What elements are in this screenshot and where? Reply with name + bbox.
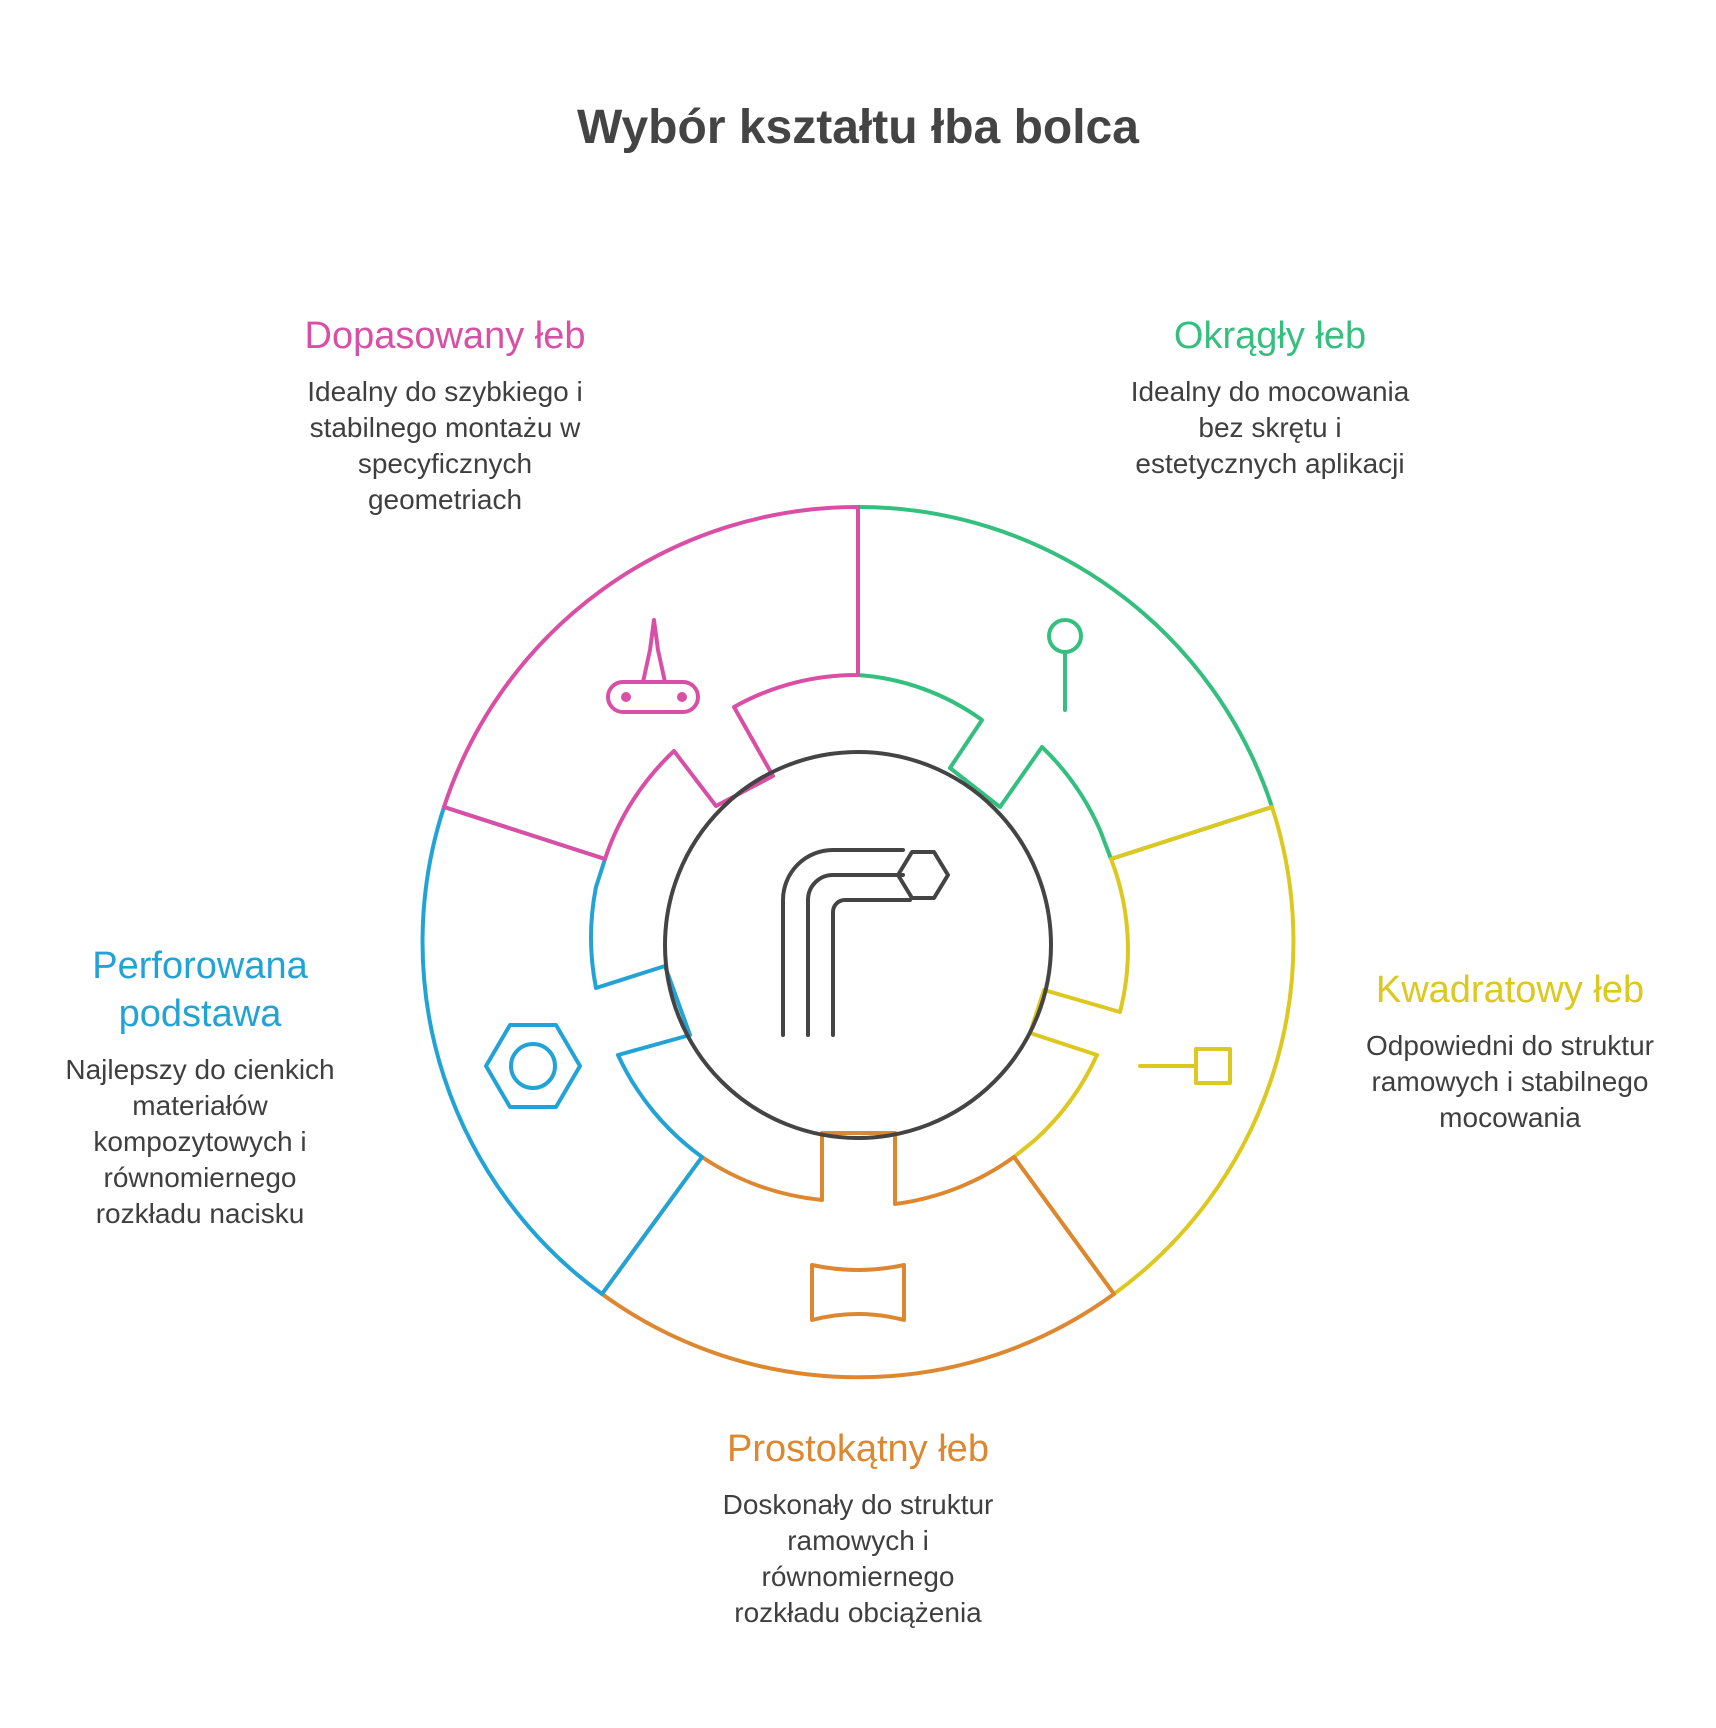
label-prostokatny: Prostokątny łeb Doskonały do struktur ra… bbox=[680, 1425, 1036, 1631]
pin-on-plate-icon bbox=[606, 618, 700, 714]
round-head-pin-icon bbox=[1047, 618, 1083, 712]
label-kwadratowy: Kwadratowy łeb Odpowiedni do struktur ra… bbox=[1330, 966, 1690, 1136]
description-perforowana: Najlepszy do cienkich materiałów kompozy… bbox=[65, 1054, 335, 1229]
outer-segment-dopasowany bbox=[442, 504, 860, 861]
outer-segment-kwadratowy bbox=[1012, 805, 1296, 1296]
outer-segment-okragly bbox=[856, 504, 1274, 861]
label-perforowana: Perforowana podstawa Najlepszy do cienki… bbox=[30, 942, 370, 1232]
page-title: Wybór kształtu łba bolca bbox=[577, 101, 1139, 154]
heading-okragly: Okrągły łeb bbox=[1173, 315, 1367, 357]
heading-dopasowany: Dopasowany łeb bbox=[304, 315, 586, 357]
label-dopasowany: Dopasowany łeb Idealny do szybkiego i st… bbox=[260, 312, 630, 518]
center-circle bbox=[663, 750, 1053, 1140]
outer-segment-prostokatny bbox=[600, 1131, 1116, 1380]
hex-nut-icon bbox=[484, 1023, 582, 1109]
hex-key-icon bbox=[781, 848, 950, 1037]
square-head-pin-icon bbox=[1138, 1047, 1232, 1085]
label-okragly: Okrągły łeb Idealny do mocowania bez skr… bbox=[1080, 312, 1460, 482]
heading-prostokatny: Prostokątny łeb bbox=[727, 1428, 989, 1470]
heading-kwadratowy: Kwadratowy łeb bbox=[1375, 969, 1645, 1011]
description-dopasowany: Idealny do szybkiego i stabilnego montaż… bbox=[307, 376, 583, 515]
description-okragly: Idealny do mocowania bez skrętu i estety… bbox=[1130, 376, 1410, 479]
heading-perforowana: Perforowana podstawa bbox=[92, 945, 308, 1035]
description-prostokatny: Doskonały do struktur ramowych i równomi… bbox=[722, 1489, 994, 1628]
description-kwadratowy: Odpowiedni do struktur ramowych i stabil… bbox=[1366, 1030, 1654, 1133]
rectangular-head-icon bbox=[810, 1263, 906, 1322]
outer-segment-perforowana bbox=[420, 805, 704, 1296]
